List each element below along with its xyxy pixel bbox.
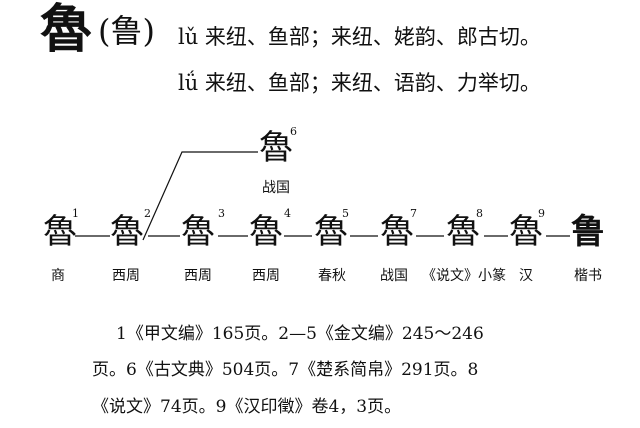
era-label: 商	[51, 268, 65, 284]
glyph-regular-script: 鲁	[571, 212, 605, 252]
footnote-line-1: 1《甲文编》165页。2—5《金文编》245～246	[116, 324, 484, 344]
era-label: 《说文》小篆	[422, 268, 506, 284]
glyph-small-seal: 魯	[446, 212, 480, 252]
glyph-warring-states: 魯	[380, 212, 414, 252]
glyph-index: 2	[144, 207, 151, 220]
era-label: 汉	[519, 268, 533, 284]
headword: 魯	[40, 0, 93, 60]
glyph-index: 3	[218, 207, 225, 220]
footnote-line-2: 页。6《古文典》504页。7《楚系简帛》291页。8	[92, 360, 479, 380]
era-label: 西周	[184, 268, 212, 284]
glyph-han: 魯	[509, 212, 543, 252]
glyph-index: 5	[342, 207, 349, 220]
glyph-western-zhou-4: 魯	[249, 212, 283, 252]
era-label: 春秋	[318, 268, 346, 284]
era-label: 楷书	[574, 268, 602, 284]
reading-line-1: lǔ 来纽、鱼部；来纽、姥韵、郎古切。	[178, 25, 541, 49]
era-label: 战国	[262, 180, 290, 196]
footnote-line-3: 《说文》74页。9《汉印徵》卷4，3页。	[92, 397, 402, 417]
headword-simplified: (鲁)	[98, 12, 155, 50]
reading-line-2: lǘ 来纽、鱼部；来纽、语韵、力举切。	[178, 71, 541, 95]
glyph-index: 9	[538, 207, 545, 220]
glyph-index: 7	[410, 207, 417, 220]
era-label: 西周	[252, 268, 280, 284]
glyph-western-zhou-3: 魯	[181, 212, 215, 252]
era-label: 西周	[112, 268, 140, 284]
glyph-warring-states-branch: 魯	[259, 128, 293, 168]
glyph-index: 4	[284, 207, 291, 220]
glyph-shang: 魯	[43, 212, 77, 252]
glyph-index: 1	[72, 207, 79, 220]
glyph-index: 6	[290, 125, 297, 138]
glyph-spring-autumn: 魯	[314, 212, 348, 252]
glyph-western-zhou-2: 魯	[110, 212, 144, 252]
glyph-index: 8	[476, 207, 483, 220]
era-label: 战国	[380, 268, 408, 284]
